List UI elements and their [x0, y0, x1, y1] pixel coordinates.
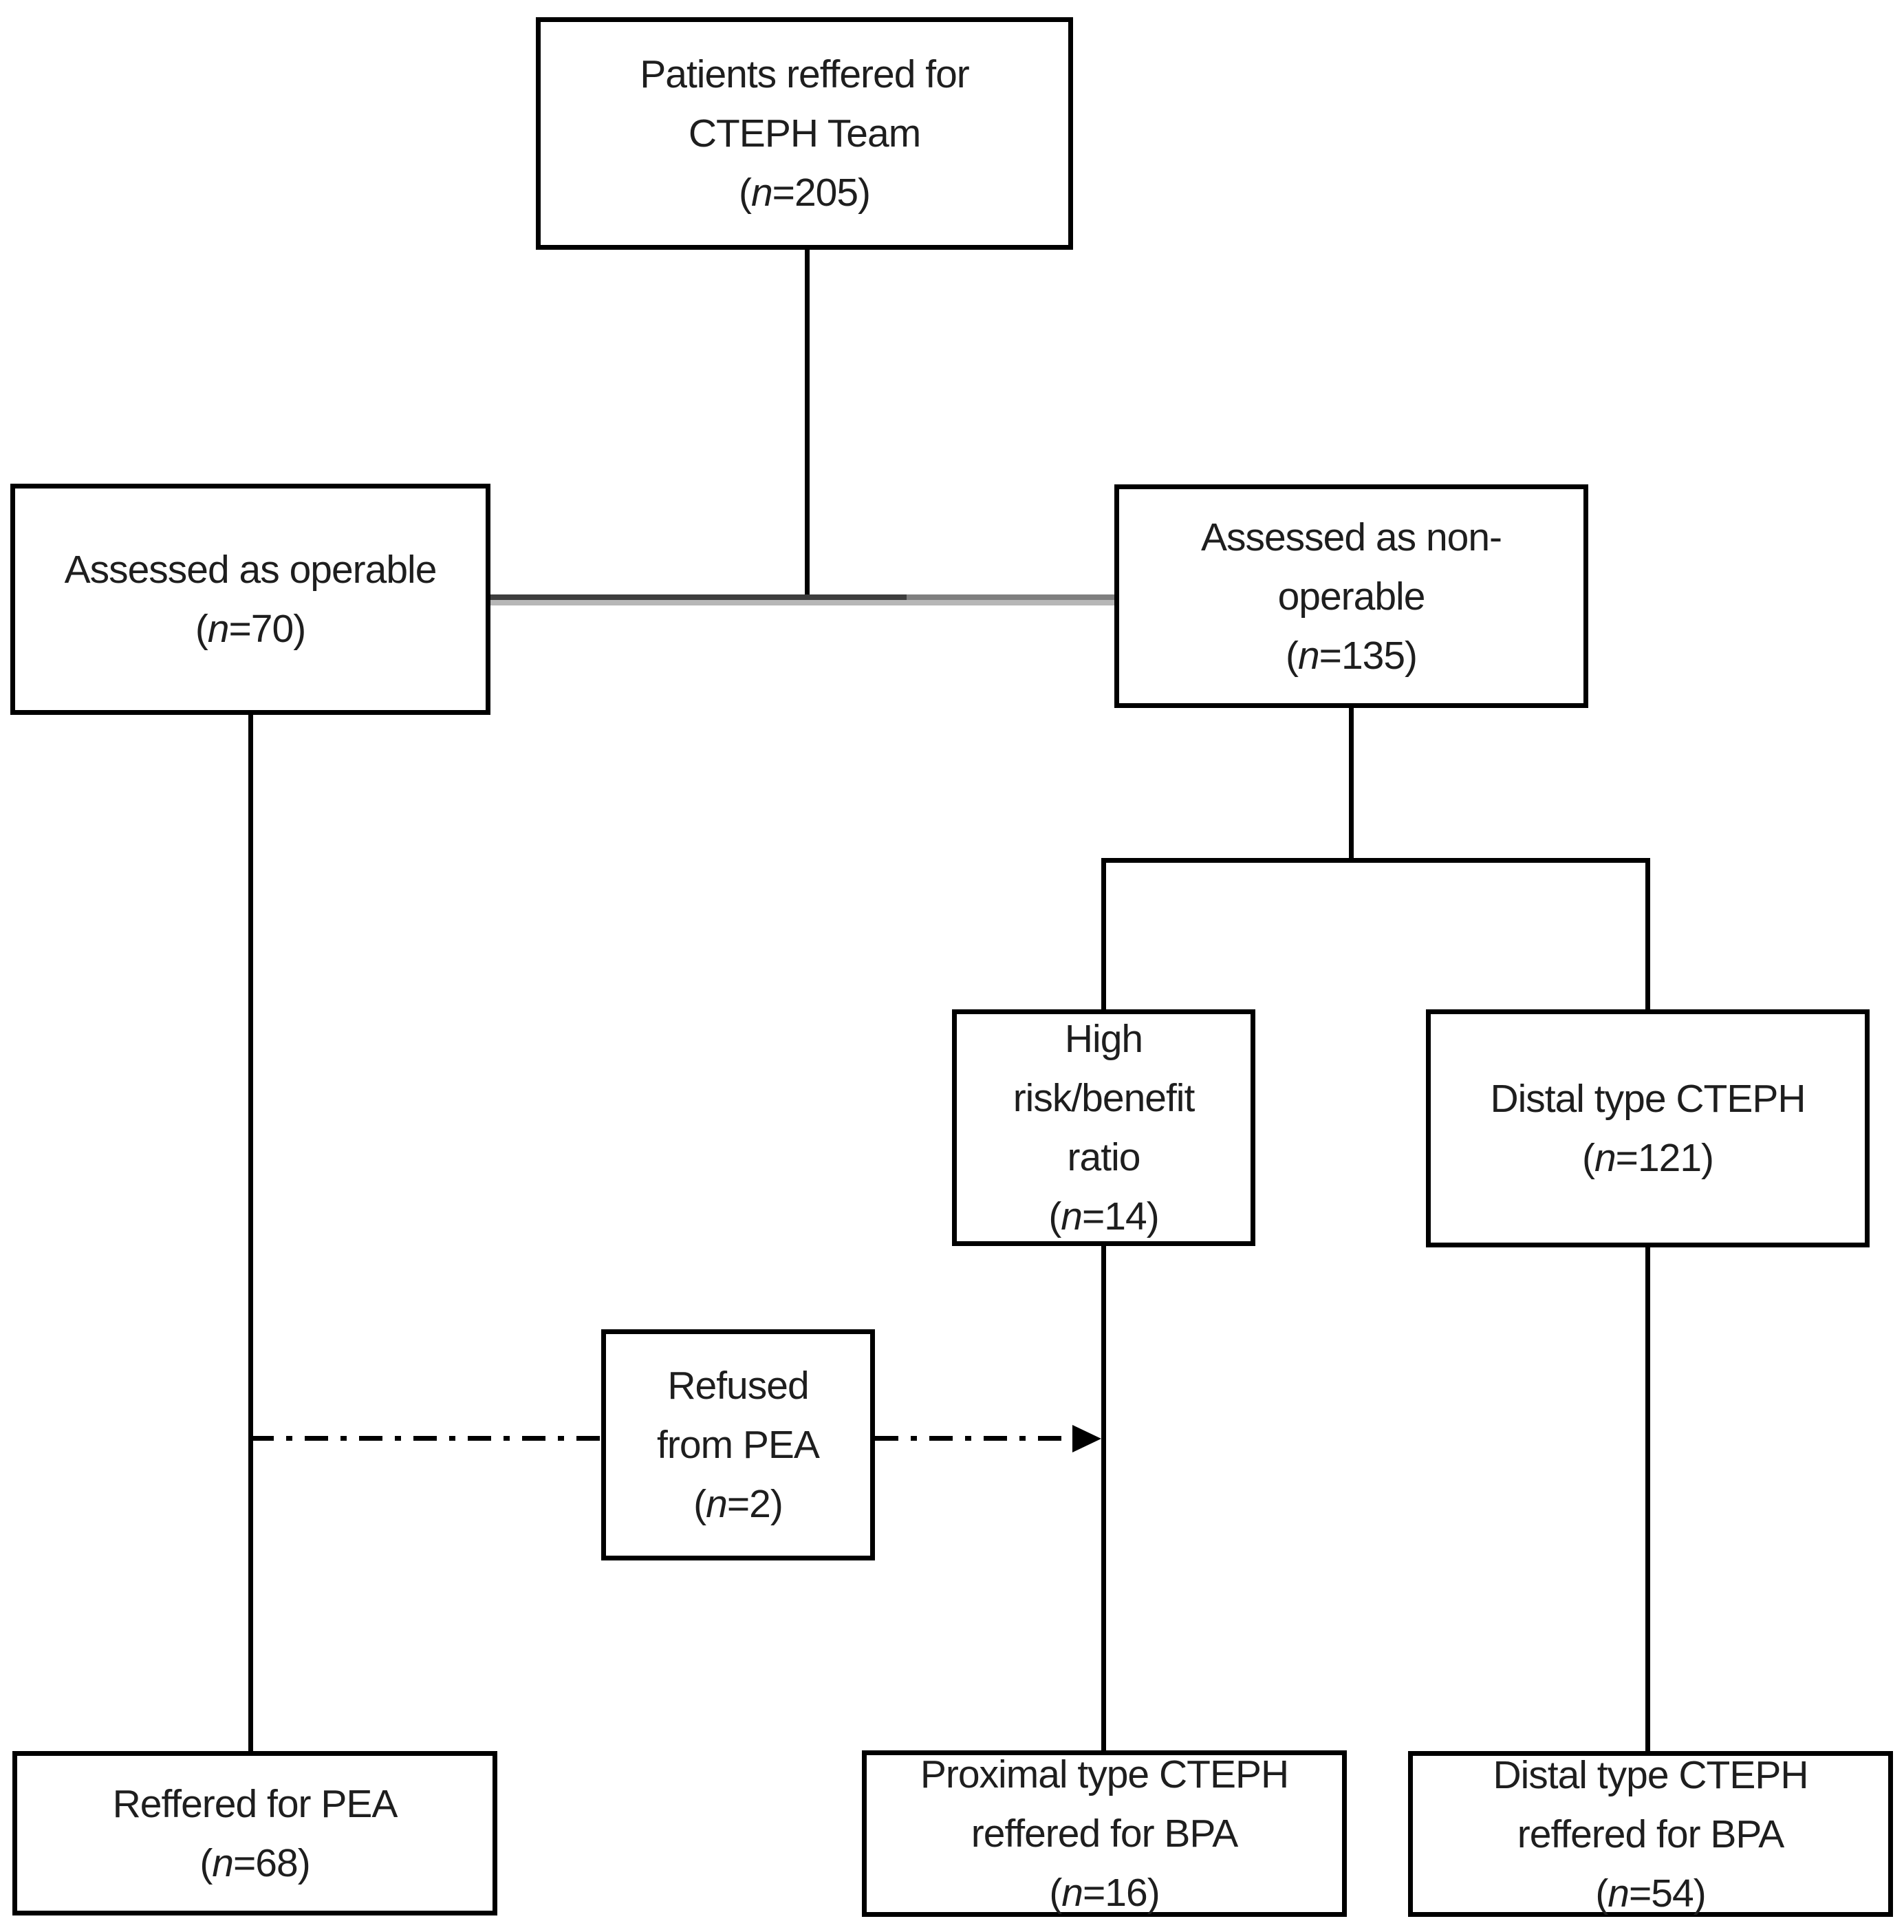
line-operable-down [248, 714, 253, 1753]
count-line: (n=70) [15, 599, 486, 658]
box-text: Proximal type CTEPH reffered for BPA (n=… [867, 1745, 1342, 1922]
box-line: ratio [1067, 1135, 1141, 1179]
line-patients-down [805, 249, 810, 597]
count-paren: ( [199, 1840, 213, 1885]
count-value: =54) [1629, 1871, 1707, 1915]
box-text: Assessed as non- operable (n=135) [1119, 508, 1583, 685]
count-value: =135) [1319, 633, 1418, 678]
box-text: Distal type CTEPH (n=121) [1431, 1069, 1865, 1188]
count-value: =205) [772, 171, 871, 215]
dashdot-left-segment [250, 1436, 601, 1441]
line-nonoperable-down [1349, 707, 1354, 863]
count-line: (n=54) [1413, 1864, 1888, 1923]
count-paren: ( [1581, 1136, 1595, 1180]
count-n: n [1297, 633, 1320, 678]
box-distal-bpa: Distal type CTEPH reffered for BPA (n=54… [1408, 1751, 1893, 1917]
count-value: =70) [228, 607, 307, 651]
box-text: Distal type CTEPH reffered for BPA (n=54… [1413, 1746, 1888, 1923]
count-n: n [1608, 1871, 1630, 1915]
box-line: Assessed as non- [1200, 515, 1502, 559]
count-line: (n=16) [867, 1863, 1342, 1922]
box-text: Reffered for PEA (n=68) [17, 1774, 493, 1893]
count-paren: ( [1285, 633, 1299, 678]
box-non-operable: Assessed as non- operable (n=135) [1114, 484, 1588, 708]
box-text: Patients reffered for CTEPH Team (n=205) [541, 45, 1068, 222]
count-value: =121) [1615, 1136, 1714, 1180]
box-distal-cteph: Distal type CTEPH (n=121) [1426, 1009, 1870, 1247]
count-line: (n=68) [17, 1834, 493, 1893]
line-branch-horizontal [1101, 858, 1650, 863]
box-line: from PEA [657, 1423, 820, 1467]
box-referred-pea: Reffered for PEA (n=68) [12, 1751, 497, 1915]
arrowhead-icon [1072, 1425, 1101, 1452]
box-line: Assessed as operable [64, 548, 437, 592]
dashdot-right-segment [875, 1436, 1072, 1441]
line-distal-top [1645, 861, 1650, 1009]
line-highrisk-bottom [1101, 1245, 1106, 1752]
count-n: n [706, 1482, 728, 1526]
count-paren: ( [1048, 1194, 1061, 1238]
box-line: Refused [667, 1364, 809, 1408]
count-paren: ( [693, 1482, 706, 1526]
line-highrisk-top [1101, 861, 1106, 1009]
count-n: n [1061, 1194, 1083, 1238]
count-value: =68) [233, 1840, 311, 1885]
box-line: reffered for BPA [1517, 1812, 1784, 1856]
box-operable: Assessed as operable (n=70) [10, 484, 490, 715]
box-line: Proximal type CTEPH [920, 1752, 1289, 1796]
connector-gray-light [490, 600, 1125, 605]
box-refused-pea: Refused from PEA (n=2) [601, 1329, 875, 1560]
count-n: n [1594, 1136, 1616, 1180]
count-paren: ( [738, 171, 752, 215]
box-text: High risk/benefit ratio (n=14) [957, 1009, 1251, 1246]
box-line: High [1064, 1017, 1143, 1061]
line-distal-bottom [1645, 1247, 1650, 1753]
box-line: CTEPH Team [688, 111, 921, 155]
box-line: reffered for BPA [971, 1812, 1238, 1856]
box-line: Distal type CTEPH [1490, 1077, 1806, 1121]
connector-gray-dark [490, 594, 909, 600]
count-paren: ( [1595, 1871, 1608, 1915]
box-patients: Patients reffered for CTEPH Team (n=205) [536, 17, 1073, 250]
count-line: (n=14) [957, 1187, 1251, 1246]
count-line: (n=2) [606, 1474, 870, 1534]
box-line: Patients reffered for [640, 52, 970, 96]
box-line: operable [1277, 574, 1426, 619]
box-text: Refused from PEA (n=2) [606, 1356, 870, 1534]
box-line: risk/benefit [1013, 1076, 1196, 1120]
count-n: n [1061, 1871, 1083, 1915]
box-line: Distal type CTEPH [1493, 1752, 1808, 1797]
count-paren: ( [1049, 1871, 1062, 1915]
count-n: n [207, 607, 230, 651]
count-line: (n=121) [1431, 1128, 1865, 1188]
count-n: n [750, 171, 773, 215]
box-proximal-bpa: Proximal type CTEPH reffered for BPA (n=… [862, 1750, 1347, 1917]
box-text: Assessed as operable (n=70) [15, 540, 486, 658]
count-value: =16) [1083, 1871, 1160, 1915]
count-paren: ( [195, 607, 208, 651]
count-line: (n=135) [1119, 626, 1583, 685]
count-line: (n=205) [541, 163, 1068, 222]
connector-gray-right [907, 594, 1114, 600]
count-value: =2) [726, 1482, 783, 1526]
box-line: Reffered for PEA [112, 1781, 398, 1826]
box-high-risk: High risk/benefit ratio (n=14) [952, 1009, 1255, 1246]
count-value: =14) [1082, 1194, 1160, 1238]
count-n: n [212, 1840, 234, 1885]
